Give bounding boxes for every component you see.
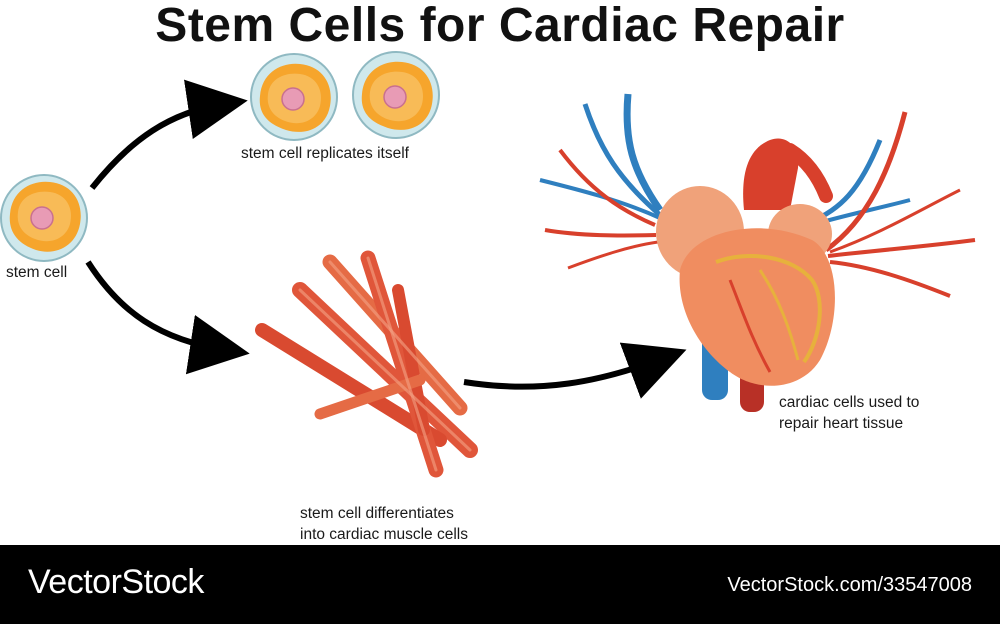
replicates-label: stem cell replicates itself	[241, 145, 409, 162]
diagram-title: Stem Cells for Cardiac Repair	[155, 0, 845, 52]
footer-bar: VectorStock VectorStock.com/33547008	[0, 545, 1000, 624]
repair-label: cardiac cells used to repair heart tissu…	[779, 392, 919, 434]
cardiac-muscle-fibers-icon	[255, 250, 478, 478]
differentiates-label: stem cell differentiates into cardiac mu…	[300, 503, 468, 545]
diagram-artwork	[0, 51, 976, 478]
stem-cell-icon	[0, 174, 88, 262]
stock-id: VectorStock.com/33547008	[727, 574, 972, 596]
arrow-to-replication	[89, 79, 248, 190]
heart-icon	[539, 93, 976, 412]
dividing-cell-icon-2	[352, 51, 440, 139]
differentiates-label-line-2: into cardiac muscle cells	[300, 526, 468, 543]
arrow-to-heart	[463, 342, 687, 399]
repair-label-line-2: repair heart tissue	[779, 415, 904, 432]
brand-logo: VectorStock	[28, 563, 204, 601]
dividing-cell-icon-1	[250, 53, 338, 141]
differentiates-label-line-1: stem cell differentiates	[300, 505, 454, 522]
repair-label-line-1: cardiac cells used to	[779, 394, 920, 411]
arrow-to-differentiation	[85, 260, 250, 375]
stem-cell-label: stem cell	[6, 264, 68, 281]
